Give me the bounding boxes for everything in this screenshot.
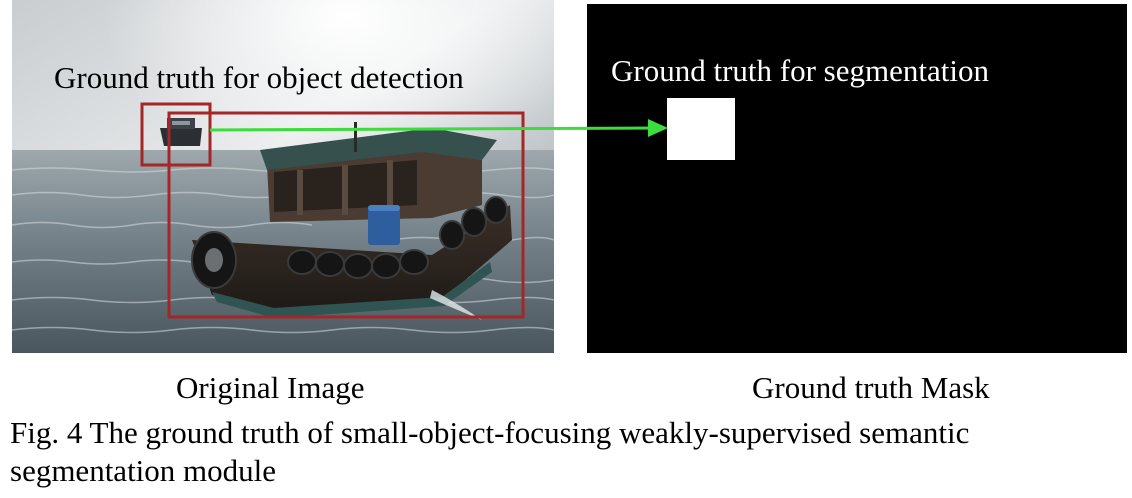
large-object-box (167, 111, 525, 319)
fishing-boat (191, 122, 512, 320)
original-image-panel: Ground truth for object detection (12, 0, 554, 353)
segmentation-overlay-text: Ground truth for segmentation (611, 53, 989, 88)
detection-overlay-text: Ground truth for object detection (54, 60, 464, 95)
mask-object-square (667, 98, 735, 160)
ground-truth-mask-label: Ground truth Mask (752, 370, 990, 405)
original-image-label: Original Image (176, 370, 365, 405)
figure-caption: Fig. 4 The ground truth of small-object-… (10, 415, 970, 488)
boat-photo (12, 0, 554, 353)
ground-truth-mask-panel: Ground truth for segmentation (587, 4, 1127, 353)
small-object-box (140, 102, 212, 167)
